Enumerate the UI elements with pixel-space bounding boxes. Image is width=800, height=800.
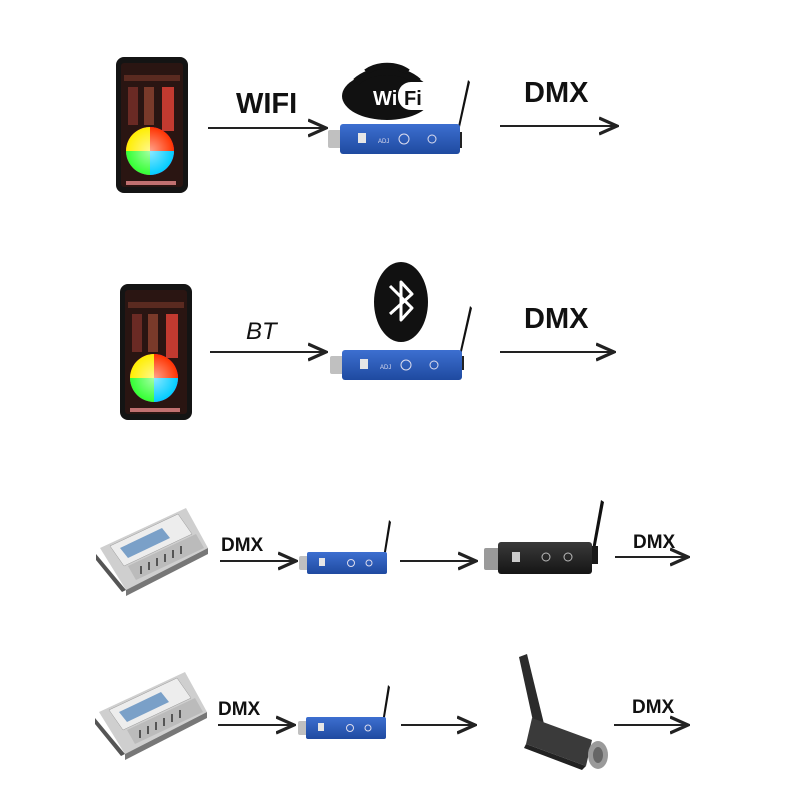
dmx-input-label: DMX bbox=[221, 535, 263, 557]
dmx-wireless-transmitter bbox=[299, 520, 391, 574]
antenna-dongle bbox=[519, 654, 608, 770]
svg-text:Fi: Fi bbox=[404, 88, 422, 110]
smartphone-icon bbox=[120, 284, 192, 420]
lighting-console bbox=[95, 672, 207, 760]
dmx-output-label: DMX bbox=[524, 303, 588, 336]
svg-text:ADJ: ADJ bbox=[378, 139, 389, 145]
bluetooth-logo bbox=[374, 262, 428, 342]
dmx-wireless-receiver bbox=[484, 500, 604, 574]
lighting-console bbox=[96, 508, 208, 596]
smartphone-icon bbox=[116, 57, 188, 193]
dmx-input-label: DMX bbox=[218, 699, 260, 721]
bt-label: BT bbox=[246, 318, 277, 346]
dmx-output-label: DMX bbox=[524, 77, 588, 110]
svg-text:Wi: Wi bbox=[373, 88, 397, 110]
dmx-output-label: DMX bbox=[633, 532, 675, 554]
wifi-label: WIFI bbox=[236, 88, 297, 121]
svg-text:ADJ: ADJ bbox=[380, 365, 391, 371]
dmx-wireless-transmitter bbox=[298, 685, 390, 739]
wifi-logo: Wi Fi bbox=[342, 66, 438, 120]
dmx-output-label: DMX bbox=[632, 697, 674, 719]
